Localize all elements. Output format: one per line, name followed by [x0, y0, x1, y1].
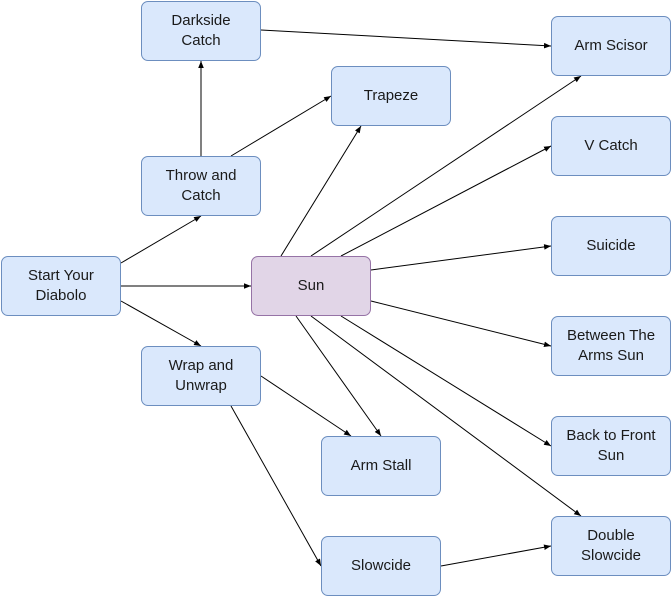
node-double-slowcide[interactable]: Double Slowcide	[551, 516, 671, 576]
edge-sun-to-vcatch	[340, 145, 552, 257]
node-back-to-front-sun[interactable]: Back to Front Sun	[551, 416, 671, 476]
node-suicide[interactable]: Suicide	[551, 216, 671, 276]
edge-wrap-to-armstall	[260, 375, 352, 437]
edge-sun-to-doubleslow	[310, 315, 582, 517]
edge-start-to-wrap	[120, 300, 202, 347]
node-wrap-and-unwrap[interactable]: Wrap and Unwrap	[141, 346, 261, 406]
edge-sun-to-backfront	[340, 315, 552, 447]
node-start-your-diabolo[interactable]: Start Your Diabolo	[1, 256, 121, 316]
edge-sun-to-trapeze	[280, 125, 362, 257]
node-throw-and-catch[interactable]: Throw and Catch	[141, 156, 261, 216]
node-between-the-arms-sun[interactable]: Between The Arms Sun	[551, 316, 671, 376]
edge-darkside-to-armscisor	[260, 29, 552, 49]
edge-throw-to-trapeze	[230, 95, 332, 157]
node-v-catch[interactable]: V Catch	[551, 116, 671, 176]
node-sun[interactable]: Sun	[251, 256, 371, 316]
edge-sun-to-armstall	[295, 315, 382, 437]
edge-sun-to-between	[370, 300, 552, 348]
edge-sun-to-armscisor	[310, 75, 582, 257]
edge-wrap-to-slowcide	[230, 405, 322, 567]
edge-start-to-throw	[120, 215, 202, 264]
edge-sun-to-suicide	[370, 244, 552, 271]
node-trapeze[interactable]: Trapeze	[331, 66, 451, 126]
node-darkside-catch[interactable]: Darkside Catch	[141, 1, 261, 61]
edge-slowcide-to-doubleslow	[440, 544, 552, 567]
node-arm-stall[interactable]: Arm Stall	[321, 436, 441, 496]
node-slowcide[interactable]: Slowcide	[321, 536, 441, 596]
node-arm-scisor[interactable]: Arm Scisor	[551, 16, 671, 76]
